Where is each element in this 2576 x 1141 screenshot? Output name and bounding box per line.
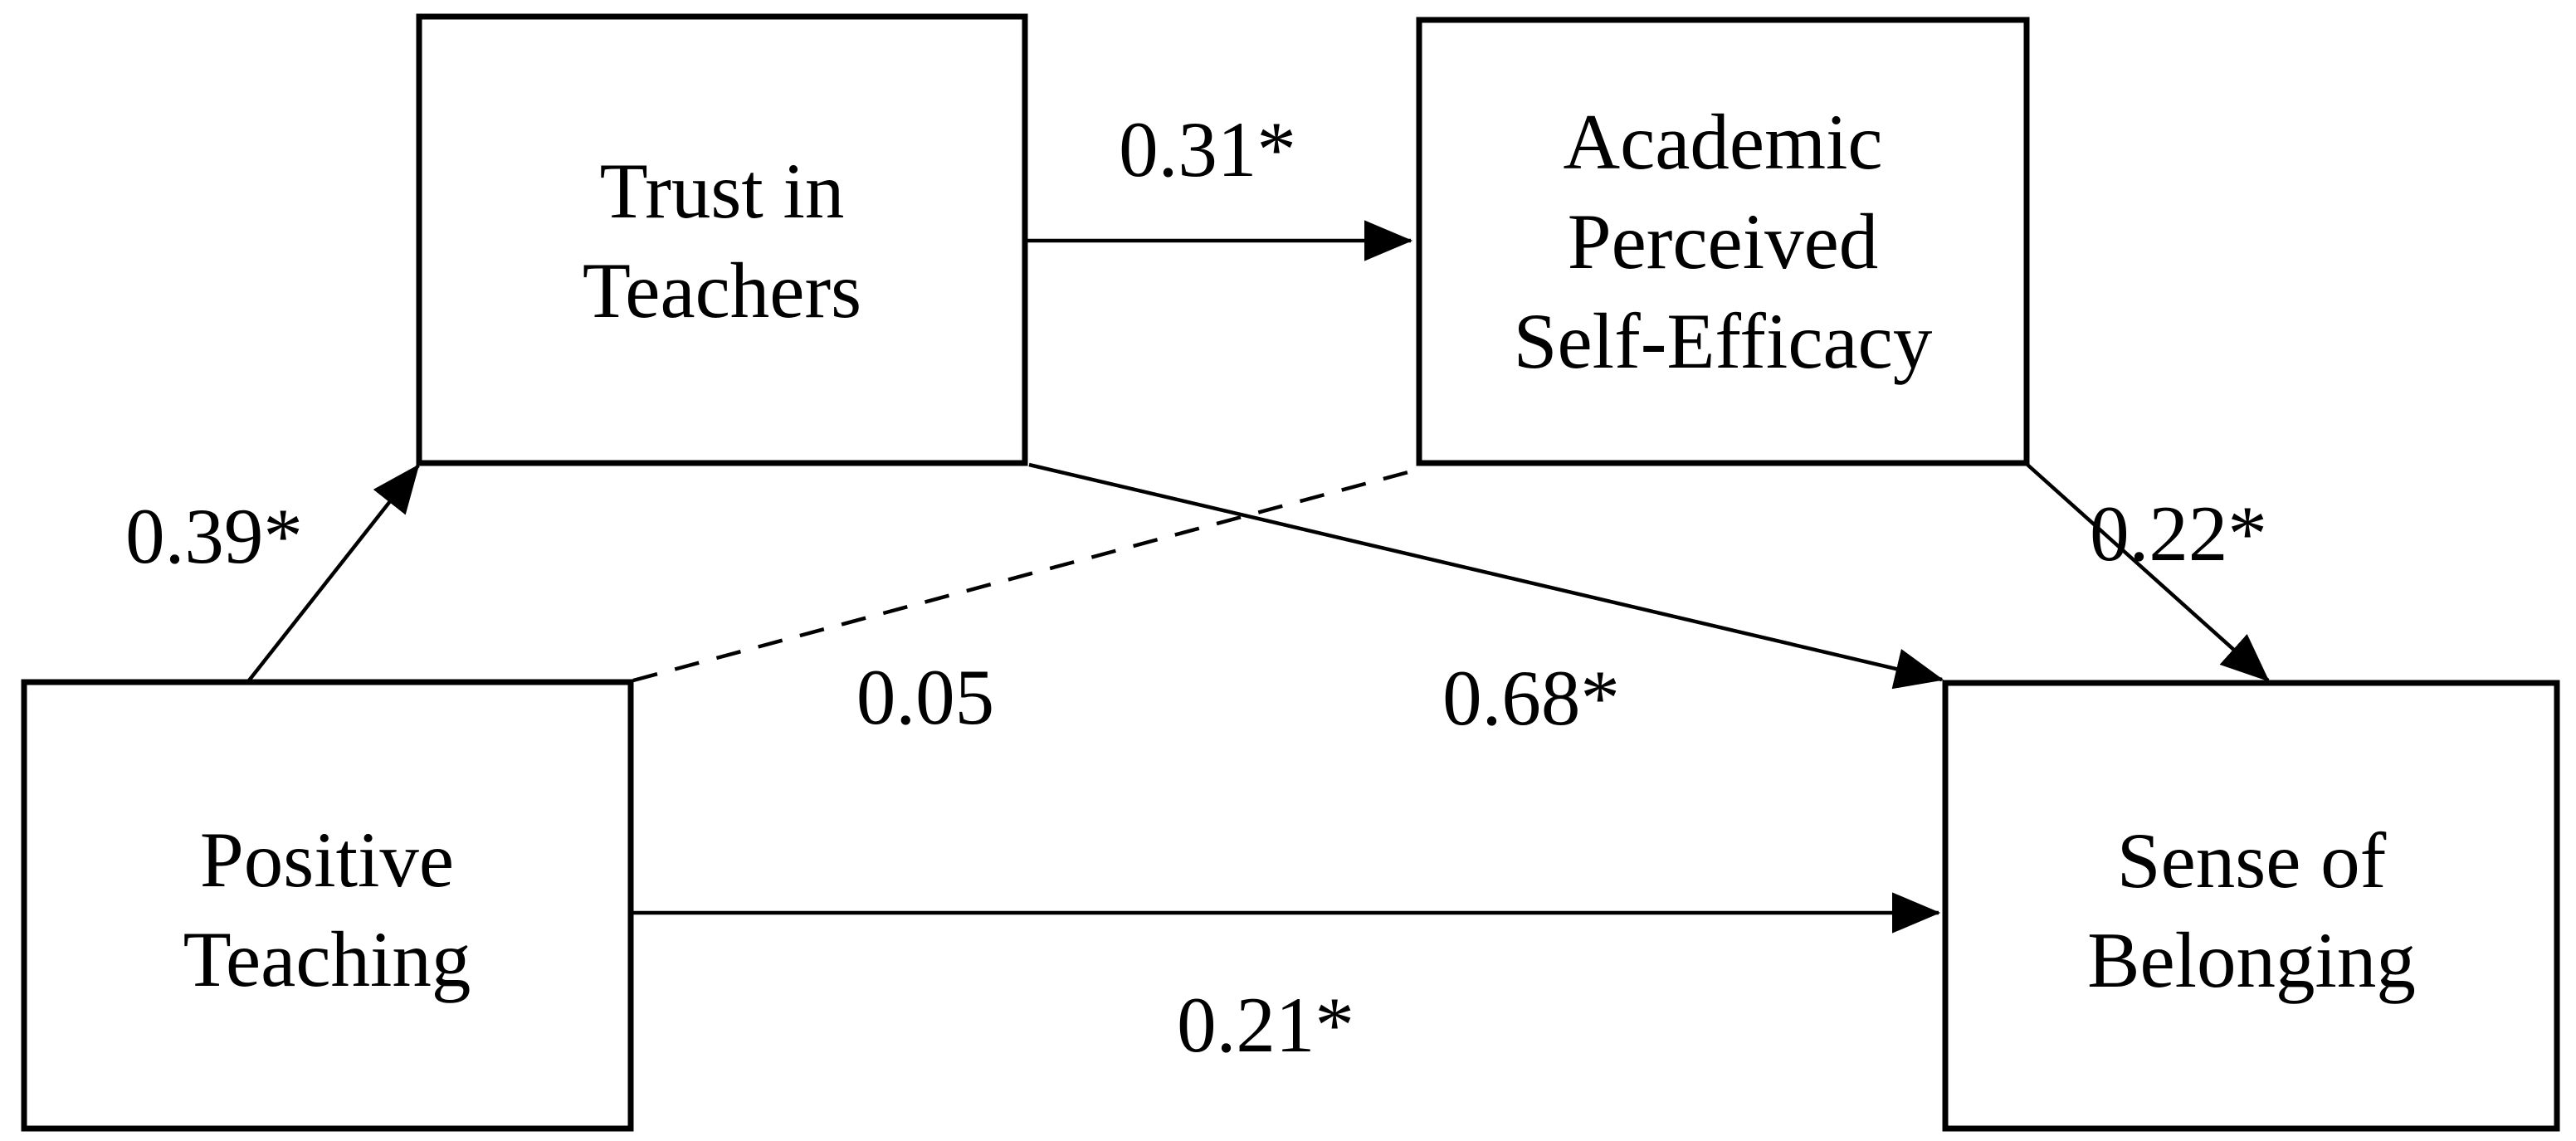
edge-trust-to-belonging [1028, 462, 1944, 690]
node-positive-teaching-label-line1: Positive [200, 816, 454, 904]
edge-label-0-39: 0.39* [125, 492, 303, 580]
edge-positive-teaching-to-trust [247, 464, 420, 682]
edge-self-efficacy-to-belonging [2026, 463, 2270, 682]
edge-label-0-21: 0.21* [1177, 981, 1354, 1069]
node-trust-in-teachers-box [416, 13, 1028, 466]
edge-positive-teaching-to-self-efficacy-dashed [632, 467, 1418, 683]
node-sense-of-belonging-box [1942, 680, 2560, 1132]
node-positive-teaching-label-line2: Teaching [183, 915, 471, 1003]
edge-label-0-22: 0.22* [2090, 490, 2267, 578]
node-trust-in-teachers-label-line1: Trust in [600, 147, 845, 235]
node-academic-perceived-self-efficacy-label-line2: Perceived [1568, 197, 1879, 285]
edge-label-0-05: 0.05 [856, 653, 994, 741]
node-positive-teaching-box [21, 679, 634, 1132]
node-trust-in-teachers-label-line2: Teachers [583, 246, 861, 334]
edge-label-0-68: 0.68* [1442, 654, 1620, 742]
edge-label-0-31: 0.31* [1119, 105, 1296, 193]
node-academic-perceived-self-efficacy-label-line3: Self-Efficacy [1514, 297, 1933, 385]
node-sense-of-belonging-label-line2: Belonging [2087, 916, 2416, 1004]
node-sense-of-belonging-label-line1: Sense of [2117, 817, 2387, 905]
node-academic-perceived-self-efficacy-box [1416, 17, 2030, 466]
node-academic-perceived-self-efficacy-label-line1: Academic [1563, 98, 1882, 186]
